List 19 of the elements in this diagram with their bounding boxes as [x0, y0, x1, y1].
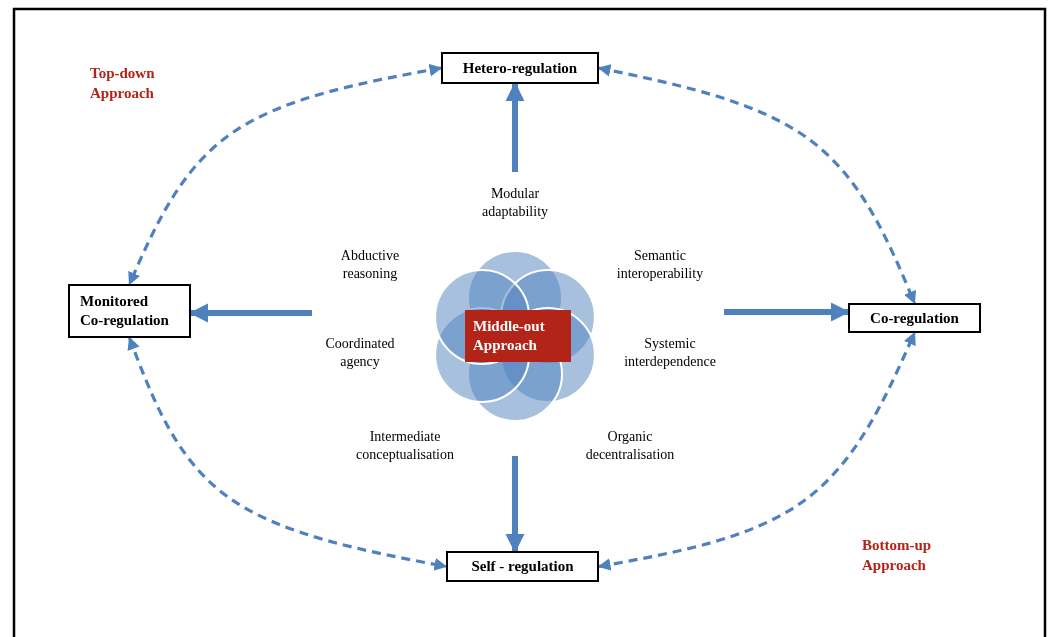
dashed-arrow	[128, 63, 443, 286]
dashed-arrow	[127, 336, 448, 571]
principle-label: Systemic interdependence	[623, 335, 717, 372]
approach-box: Middle-out Approach	[465, 310, 571, 362]
principle-label: Semantic interoperability	[615, 247, 705, 284]
thick-arrow	[505, 456, 525, 553]
approach-label: Bottom-up Approach	[862, 536, 933, 575]
principle-label: Organic decentralisation	[584, 428, 676, 465]
principle-label: Abductive reasoning	[339, 247, 401, 284]
regulation-box: Hetero-regulation	[441, 52, 599, 84]
thick-arrow	[724, 302, 850, 322]
regulation-box: Co-regulation	[848, 303, 981, 333]
principle-label: Intermediate conceptualisation	[355, 428, 455, 465]
principle-label: Coordinated agency	[324, 335, 396, 372]
principle-label: Modular adaptability	[480, 185, 550, 222]
approach-label: Top-down Approach	[90, 64, 156, 103]
thick-arrow	[505, 82, 525, 172]
regulation-box: Monitored Co-regulation	[68, 284, 191, 338]
regulation-box: Self - regulation	[446, 551, 599, 582]
